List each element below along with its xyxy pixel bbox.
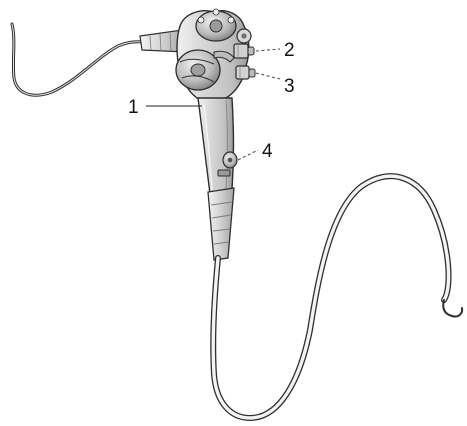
lower-valve-button: [236, 66, 255, 79]
callout-label-1: 1: [128, 97, 139, 118]
leader-line-4: [238, 150, 258, 160]
leader-line-2: [256, 49, 280, 51]
upper-valve-button: [234, 44, 254, 58]
strain-relief: [208, 188, 234, 260]
control-handle: [198, 98, 234, 194]
callout-label-2: 2: [284, 40, 295, 61]
leader-line-3: [256, 73, 280, 79]
distal-tip-icon: [443, 300, 462, 317]
umbilical-cable: [12, 24, 186, 95]
insertion-tube: [213, 176, 462, 418]
callout-label-3: 3: [284, 76, 295, 97]
callout-label-4: 4: [262, 141, 273, 162]
